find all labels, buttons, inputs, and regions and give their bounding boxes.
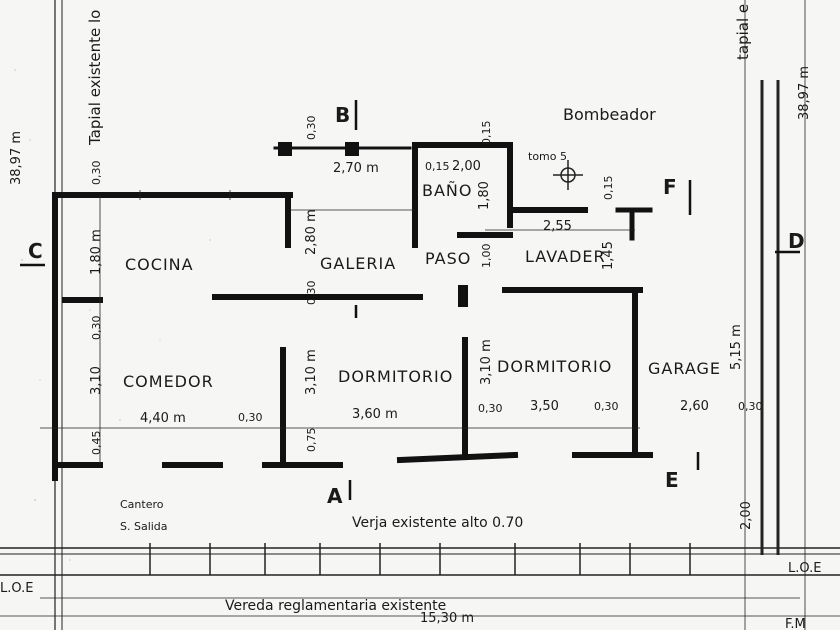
label-loe-right: L.O.E xyxy=(788,561,821,576)
section-mark-a: A xyxy=(327,484,343,508)
dim-wall-030-5: 0,30 xyxy=(90,161,103,186)
room-bano: BAÑO xyxy=(422,181,472,200)
section-mark-c: C xyxy=(28,239,43,263)
column-1 xyxy=(278,142,292,156)
dim-lavadero-height: 1,45 xyxy=(601,241,616,270)
dim-dorm1-width: 3,60 m xyxy=(352,407,398,422)
dim-paso-100: 1,00 xyxy=(480,244,493,269)
section-mark-d: D xyxy=(788,229,805,253)
lot-boundaries xyxy=(54,0,806,630)
dim-wall-030-6: 0,30 xyxy=(90,316,103,341)
dim-galeria-height: 2,80 m xyxy=(304,209,319,255)
label-vereda: Vereda reglamentaria existente xyxy=(225,598,446,614)
dim-front-setback: 2,00 xyxy=(739,501,754,530)
dim-wall-030-8: 0,30 xyxy=(305,281,318,306)
dim-wall-030-3: 0,30 xyxy=(594,400,619,413)
dim-wall-075: 0,75 xyxy=(305,428,318,453)
paper-speckle xyxy=(14,69,251,561)
dim-total-width: 15,30 m xyxy=(420,611,474,626)
dim-comedor-width: 4,40 m xyxy=(140,411,186,426)
column-2 xyxy=(345,142,359,156)
room-cocina: COCINA xyxy=(125,255,194,274)
dim-dorm1-height: 3,10 m xyxy=(304,349,319,395)
label-cantero: Cantero xyxy=(120,498,164,511)
house-walls xyxy=(52,142,653,481)
room-garage: GARAGE xyxy=(648,359,721,378)
front-lines xyxy=(0,543,840,617)
section-mark-e: E xyxy=(665,468,679,492)
verja-posts xyxy=(149,543,691,575)
label-tapial-left: Tapial existente lo xyxy=(86,10,104,146)
dim-lot-right: 38,97 m xyxy=(797,66,812,120)
room-dormitorio-1: DORMITORIO xyxy=(338,367,453,386)
dim-cocina-height: 1,80 m xyxy=(89,229,104,275)
label-salida: S. Salida xyxy=(120,520,168,533)
dim-comedor-height: 3,10 xyxy=(89,366,104,395)
pump-symbol xyxy=(553,160,583,190)
chimney xyxy=(458,285,468,307)
label-fm: F.M xyxy=(785,617,806,630)
room-galeria: GALERIA xyxy=(320,254,396,273)
dim-bano-height: 1,80 xyxy=(477,181,492,210)
label-loe-left: L.O.E xyxy=(0,581,33,596)
label-tanque: tomo 5 xyxy=(528,150,567,163)
guide-lines xyxy=(40,190,640,465)
dim-garage-width: 2,60 xyxy=(680,399,709,414)
room-paso: PASO xyxy=(425,249,471,268)
room-comedor: COMEDOR xyxy=(123,372,214,391)
dim-wall-015-1: 0,15 xyxy=(480,121,493,146)
dim-lot-left: 38,97 m xyxy=(9,131,24,185)
section-ticks xyxy=(20,100,800,500)
dim-dorm2-height: 3,10 m xyxy=(479,339,494,385)
dim-wall-030-4: 0,30 xyxy=(738,400,763,413)
label-verja: Verja existente alto 0.70 xyxy=(352,515,523,531)
section-mark-f: F xyxy=(663,175,677,199)
dim-bano-015: 0,15 xyxy=(425,160,450,173)
dim-wall-015-2: 0,15 xyxy=(602,176,615,201)
dim-bano-width: 2,00 xyxy=(452,159,481,174)
room-dormitorio-2: DORMITORIO xyxy=(497,357,612,376)
dim-garage-depth: 5,15 m xyxy=(729,324,744,370)
label-bombeador: Bombeador xyxy=(563,105,656,124)
label-tapial-right: tapial e xyxy=(734,4,752,60)
section-mark-b: B xyxy=(335,103,350,127)
dim-dorm2-width: 3,50 xyxy=(530,399,559,414)
dim-galeria-width: 2,70 m xyxy=(333,161,379,176)
wall-south-4 xyxy=(396,451,519,464)
dim-wall-030-1: 0,30 xyxy=(238,411,263,424)
dim-wall-030-2: 0,30 xyxy=(478,402,503,415)
dim-lavadero-width: 2,55 xyxy=(543,219,572,234)
room-lavadero: LAVADER xyxy=(525,247,606,266)
dim-wall-030-7: 0,30 xyxy=(305,116,318,141)
dim-wall-045: 0,45 xyxy=(90,431,103,456)
